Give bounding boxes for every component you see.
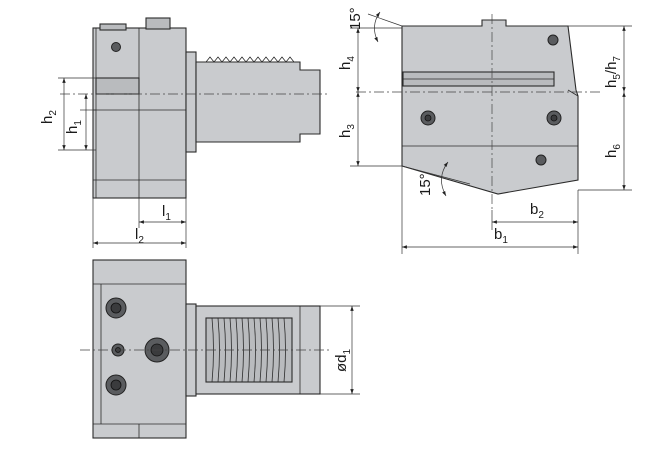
- top-view: [80, 259, 330, 439]
- side-view-top-lug: [145, 17, 171, 30]
- side-view-dimensions: h2 h1 l1 l2: [39, 77, 187, 248]
- label-h1: h1: [64, 120, 84, 134]
- front-view-bolt-top: [547, 34, 559, 46]
- label-d1: ød1: [333, 348, 353, 372]
- label-l1: l1: [162, 203, 171, 223]
- top-view-dimensions: ød1: [320, 305, 360, 395]
- label-angle-top: 15°: [347, 7, 364, 30]
- side-view-thread: [205, 56, 295, 63]
- label-h2: h2: [39, 110, 59, 124]
- label-l2: l2: [135, 226, 144, 246]
- front-view-dimensions: h4 h3 h5/h7 h6 b2 b1 15° 15°: [337, 7, 632, 254]
- front-view-bolt-bottom: [535, 154, 547, 166]
- side-view-screw: [111, 42, 121, 52]
- label-h3: h3: [337, 124, 357, 138]
- side-view-flange: [185, 51, 197, 153]
- label-b1: b1: [494, 226, 508, 246]
- label-h4: h4: [337, 56, 357, 70]
- label-angle-bottom: 15°: [417, 173, 434, 196]
- side-view-left-cap: [99, 23, 127, 31]
- label-b2: b2: [530, 201, 544, 221]
- front-view: [356, 14, 600, 210]
- top-view-body: [92, 259, 187, 439]
- side-view-shank: [195, 61, 321, 143]
- front-view-body: [401, 19, 579, 195]
- label-h6: h6: [603, 144, 623, 158]
- front-view-step: [567, 89, 579, 97]
- side-view-clamp-bar: [95, 77, 140, 95]
- label-h5-h7: h5/h7: [603, 56, 623, 88]
- side-view-body: [92, 27, 187, 199]
- side-view: [60, 17, 330, 199]
